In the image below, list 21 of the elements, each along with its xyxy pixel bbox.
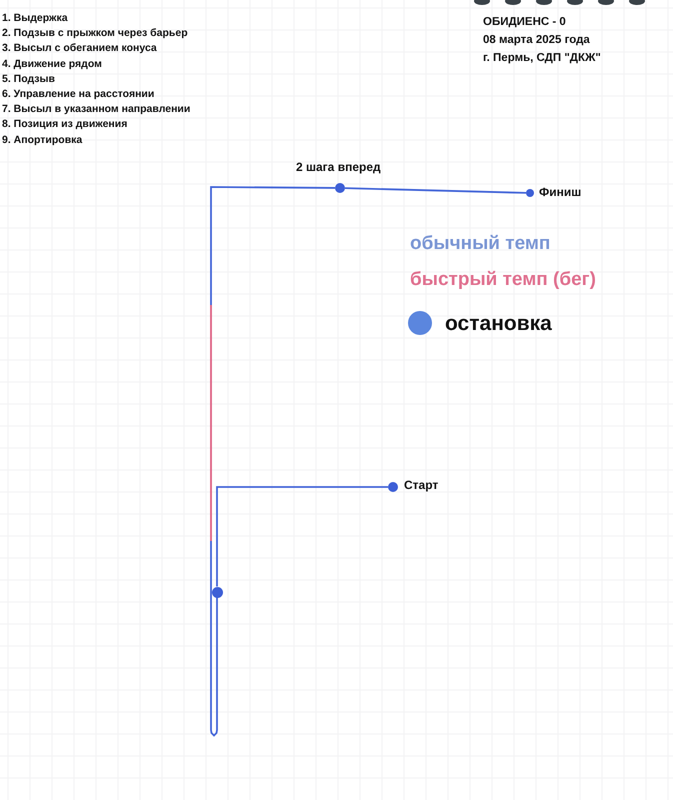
header-text: 08 марта 2025 года [483,34,590,46]
exercise-list-item: 6. Управление на расстоянии [2,88,154,100]
exercise-list-item: 2. Подзыв с прыжком через барьер [2,27,188,40]
header-text: г. Пермь, СДП "ДКЖ" [483,52,601,64]
legend-text: остановка [445,312,552,336]
legend-text: обычный темп [410,233,550,255]
exercise-list-item: 8. Позиция из движения [2,118,128,130]
legend-text: быстрый темп (бег) [410,269,596,291]
exercise-list-item: 4. Движение рядом [2,58,102,70]
route-line [344,187,526,194]
exercise-list-item: 9. Апортировка [2,134,82,146]
exercise-list-item: 5. Подзыв [2,72,55,85]
stop-dot [212,586,222,598]
exercise-list-item: 7. Высыл в указанном направлении [2,103,190,116]
exercise-list-item: 1. Выдержка [2,12,68,24]
title: ОБИДИЕНС - 0 [483,16,566,28]
exercise-list-item: 3. Высыл с обеганием конуса [2,42,157,54]
route-line [216,486,388,586]
point-label: Старт [404,478,438,492]
point-label: Финиш [539,185,582,199]
point-label: 2 шага вперед [296,160,381,174]
